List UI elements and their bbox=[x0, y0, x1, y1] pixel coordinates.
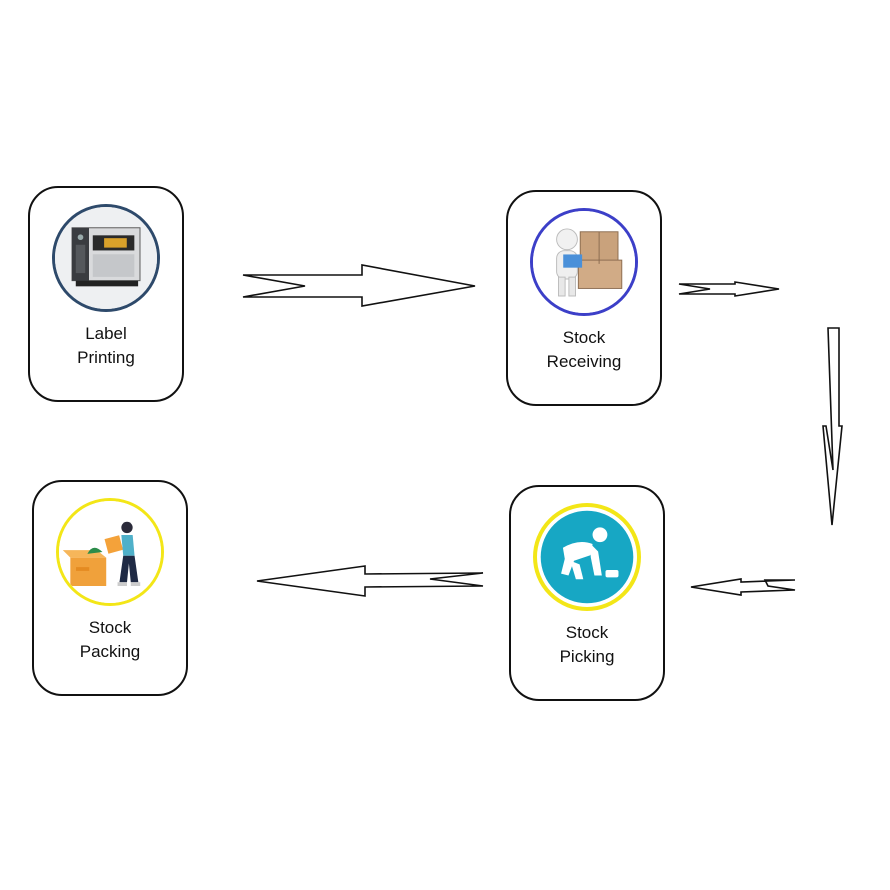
node-label-printing[interactable]: Label Printing bbox=[28, 186, 184, 402]
worker-with-boxes-icon bbox=[530, 208, 638, 316]
node-label: Stock Packing bbox=[34, 616, 186, 664]
arrow-picking-to-packing bbox=[256, 565, 484, 597]
node-label: Stock Receiving bbox=[508, 326, 660, 374]
arrow-down bbox=[822, 327, 843, 526]
node-label-line1: Label bbox=[85, 324, 127, 343]
node-stock-receiving[interactable]: Stock Receiving bbox=[506, 190, 662, 406]
node-stock-packing[interactable]: Stock Packing bbox=[32, 480, 188, 696]
arrow-printing-to-receiving bbox=[242, 264, 476, 307]
node-label-line2: Receiving bbox=[546, 352, 622, 371]
node-label-line1: Stock bbox=[565, 623, 609, 642]
node-label-line2: Packing bbox=[79, 642, 141, 661]
arrow-into-picking bbox=[690, 578, 796, 596]
person-picking-icon bbox=[533, 503, 641, 611]
node-stock-picking[interactable]: Stock Picking bbox=[509, 485, 665, 701]
person-packing-box-icon bbox=[56, 498, 164, 606]
node-label: Label Printing bbox=[30, 322, 182, 370]
node-label-line2: Picking bbox=[559, 647, 615, 666]
arrow-receiving-right bbox=[678, 281, 780, 297]
node-label-line1: Stock bbox=[88, 618, 132, 637]
node-label-line1: Stock bbox=[562, 328, 606, 347]
label-printer-icon bbox=[52, 204, 160, 312]
node-label: Stock Picking bbox=[511, 621, 663, 669]
node-label-line2: Printing bbox=[77, 348, 135, 367]
